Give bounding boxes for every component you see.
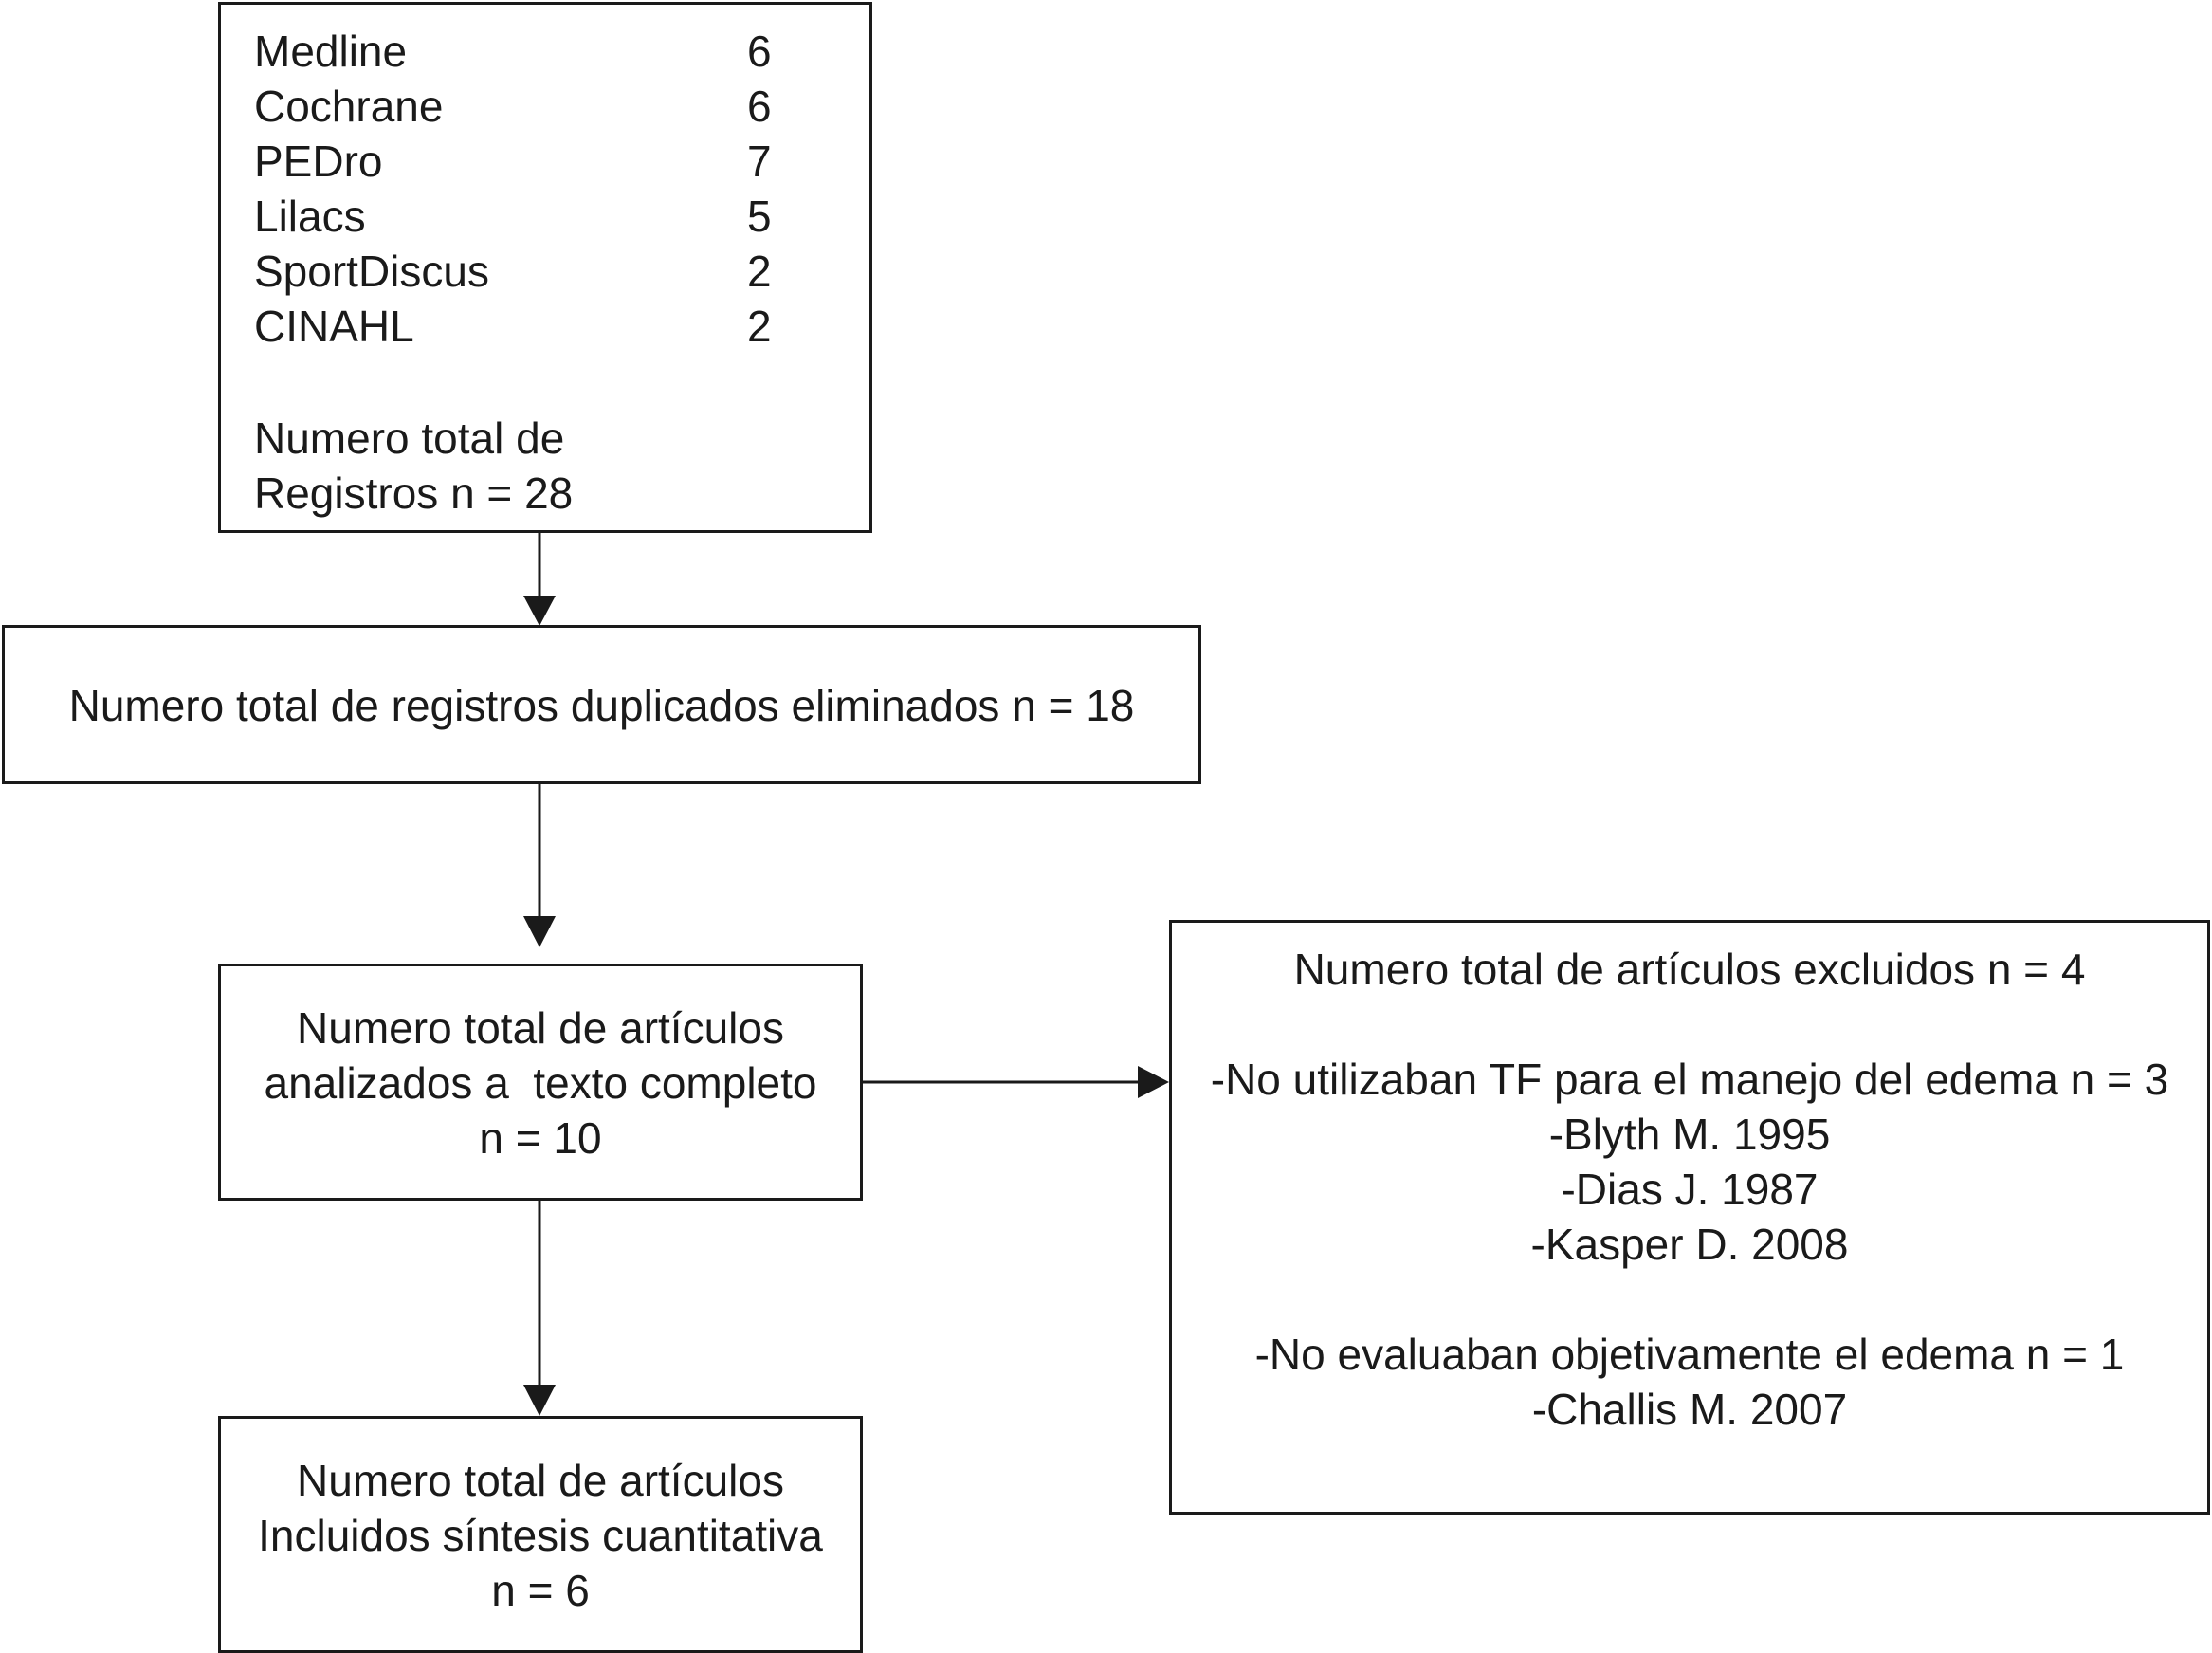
analyzed-line2: analizados a texto completo	[264, 1058, 817, 1108]
source-count: 6	[747, 27, 772, 76]
analyzed-line3: n = 10	[479, 1113, 602, 1163]
exclusion-reason-2: -No evaluaban objetivamente el edema n =…	[1254, 1330, 2125, 1379]
total-records-line1: Numero total de	[254, 413, 565, 463]
blank-line	[1172, 997, 2207, 1052]
source-name: Lilacs	[254, 192, 366, 241]
duplicates-box: Numero total de registros duplicados eli…	[2, 625, 1201, 784]
source-count: 5	[747, 192, 772, 241]
included-line2: Incluidos síntesis cuantitativa	[258, 1511, 823, 1560]
source-name: PEDro	[254, 137, 383, 186]
source-name: Cochrane	[254, 82, 444, 131]
total-records-line2: Registros n = 28	[254, 468, 574, 518]
excluded-box: Numero total de artículos excluidos n = …	[1169, 920, 2210, 1515]
source-count: 6	[747, 82, 772, 131]
duplicates-text: Numero total de registros duplicados eli…	[68, 681, 1135, 730]
source-name: Medline	[254, 27, 408, 76]
source-name: SportDiscus	[254, 247, 489, 296]
included-box: Numero total de artículos Incluidos sínt…	[218, 1416, 863, 1653]
included-line3: n = 6	[491, 1566, 590, 1615]
arrowhead-analyzed	[523, 916, 556, 947]
source-name: CINAHL	[254, 302, 414, 351]
exclusion-ref: -Blyth M. 1995	[1548, 1110, 1831, 1159]
exclusion-ref: -Challis M. 2007	[1531, 1385, 1848, 1434]
source-count: 2	[747, 302, 772, 351]
analyzed-line1: Numero total de artículos	[297, 1003, 784, 1053]
arrowhead-excluded	[1138, 1066, 1169, 1098]
analyzed-box: Numero total de artículos analizados a t…	[218, 964, 863, 1201]
exclusion-ref: -Kasper D. 2008	[1530, 1220, 1849, 1269]
blank-line	[1172, 1272, 2207, 1327]
sources-box: Medline 6 Cochrane 6 PEDro 7 Lilacs 5 Sp…	[218, 2, 872, 533]
included-line1: Numero total de artículos	[297, 1456, 784, 1505]
source-count: 2	[747, 247, 772, 296]
arrowhead-duplicates	[523, 596, 556, 626]
exclusion-reason-1: -No utilizaban TF para el manejo del ede…	[1210, 1055, 2169, 1104]
exclusion-ref: -Dias J. 1987	[1561, 1165, 1819, 1214]
source-count: 7	[747, 137, 772, 186]
excluded-title: Numero total de artículos excluidos n = …	[1293, 945, 2086, 994]
arrowhead-included	[523, 1385, 556, 1416]
